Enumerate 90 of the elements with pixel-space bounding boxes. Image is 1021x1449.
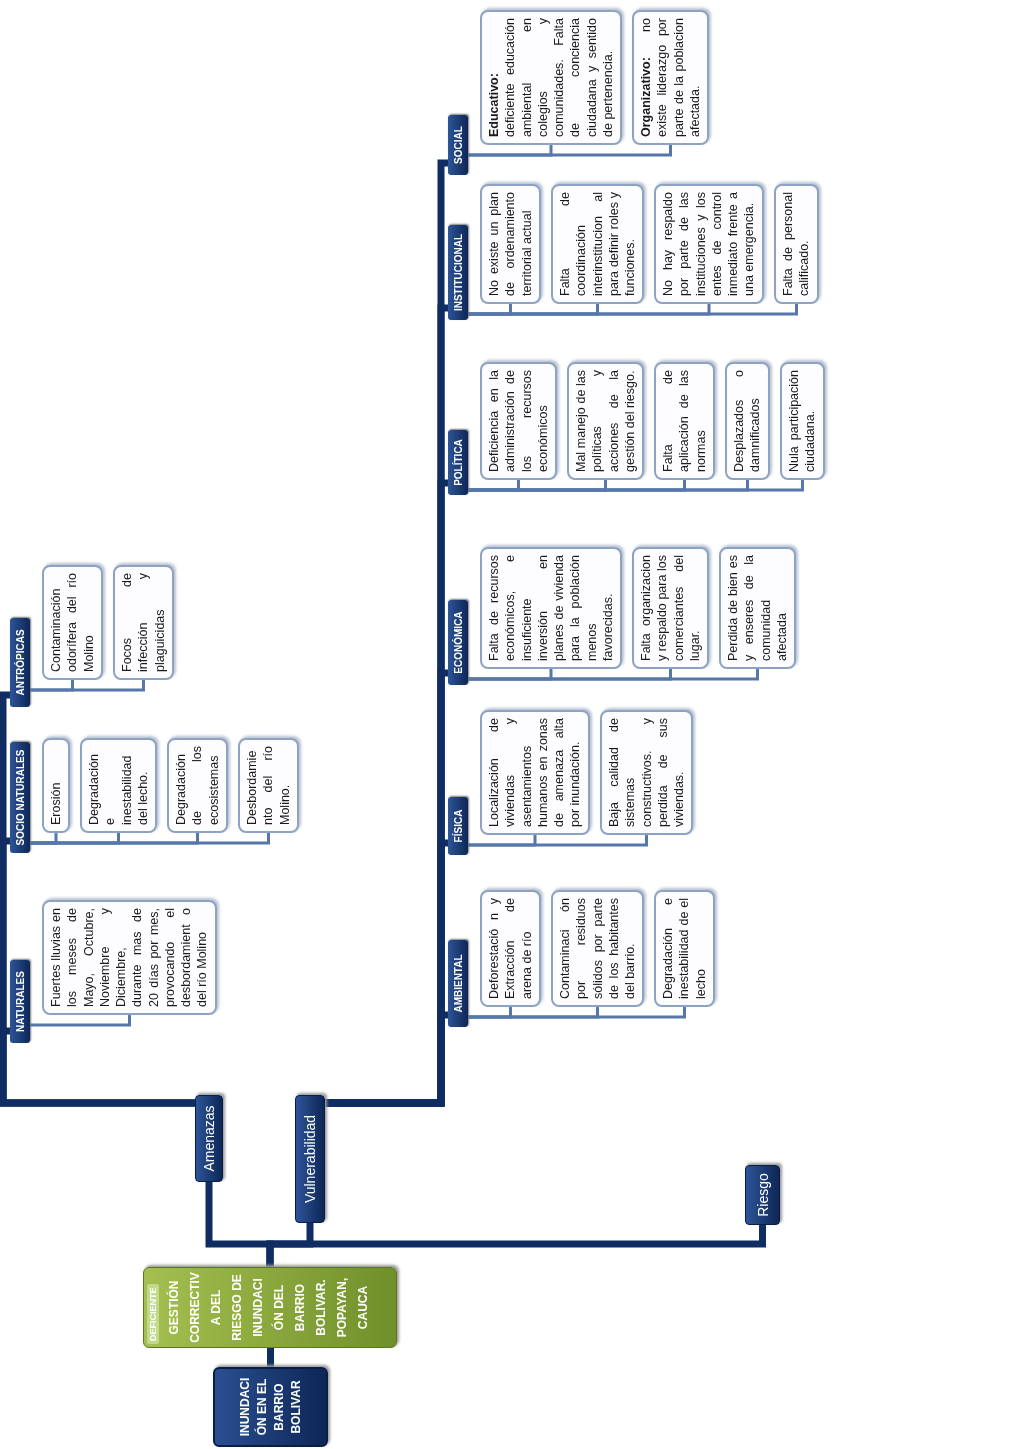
topic-text: GESTIÓN CORRECTIV A DEL RIESGO DE INUNDACI ÓN DEL BARRIO BOLIVAR. POPAYAN, CAUCA bbox=[165, 1271, 371, 1344]
note-text: Contaminaci ón por residuos sólidos por parte de los habitantes del barrio. bbox=[557, 898, 638, 999]
note-box bbox=[167, 738, 228, 833]
branch-box bbox=[295, 1095, 325, 1223]
category-box bbox=[10, 742, 30, 853]
category-box bbox=[448, 430, 468, 495]
note-text: No existe un plan de ordenamiento territorial actual bbox=[486, 192, 535, 296]
note-text: Fuertes lluvias en los meses de Mayo, Octubre, Noviembre y Diciembre, durante mas de 20 días por mes, provocando el desbordamient o del río Molino bbox=[48, 908, 211, 1007]
note-text: Desbordamie nto del río Molino. bbox=[244, 746, 293, 825]
note-box bbox=[780, 362, 825, 480]
connector-line bbox=[468, 1007, 686, 1019]
category-label: SOCIO NATURALES bbox=[14, 749, 26, 846]
category-box bbox=[448, 115, 468, 175]
connector-line bbox=[468, 669, 759, 681]
note-box bbox=[654, 184, 764, 304]
note-box bbox=[480, 362, 557, 480]
category-label: FÍSICA bbox=[452, 809, 464, 843]
note-text: Falta de personal calificado. bbox=[780, 192, 813, 296]
category-label: INSTITUCIONAL bbox=[452, 233, 464, 312]
note-box bbox=[654, 890, 715, 1007]
connector-line bbox=[468, 835, 648, 847]
note-box bbox=[480, 10, 622, 145]
note-text: Degradación e inestabilidad de el lecho bbox=[660, 898, 709, 999]
note-box bbox=[80, 738, 157, 833]
note-box bbox=[551, 890, 645, 1007]
topic-box bbox=[213, 1367, 328, 1447]
branch-box bbox=[745, 1165, 780, 1225]
connector-line bbox=[30, 833, 270, 845]
note-box bbox=[480, 547, 622, 669]
note-text: Contaminación odorífera del río Molino bbox=[48, 573, 97, 672]
category-label: POLÍTICA bbox=[452, 439, 464, 486]
note-text: Nula participación ciudadana. bbox=[786, 370, 819, 472]
note-box bbox=[632, 10, 709, 145]
category-box bbox=[448, 940, 468, 1027]
connector-line bbox=[468, 145, 672, 157]
branch-label: Riesgo bbox=[754, 1173, 771, 1217]
connector-line bbox=[0, 691, 195, 1107]
note-box bbox=[42, 738, 71, 833]
branch-label: Amenazas bbox=[201, 1105, 217, 1172]
note-box bbox=[632, 547, 709, 669]
connector-line bbox=[468, 304, 798, 316]
note-text: Falta de recursos económicos, e insuficiente inversión en planes de vivienda para la población menos favorecidas. bbox=[486, 555, 616, 661]
category-label: AMBIENTAL bbox=[452, 954, 464, 1013]
status-tag: DEFICIENTE bbox=[147, 1284, 159, 1344]
note-text: Mal manejo de las políticas y acciones de la gestión del riesgo. bbox=[573, 370, 638, 472]
note-box bbox=[600, 710, 694, 835]
note-text: Degradación e inestabilidad del lecho. bbox=[86, 753, 151, 825]
connector-line bbox=[266, 1225, 766, 1267]
branch-label: Vulnerabilidad bbox=[302, 1114, 318, 1204]
category-label: ECONÓMICA bbox=[452, 611, 464, 674]
note-box bbox=[480, 890, 541, 1007]
note-box bbox=[719, 547, 796, 669]
note-text: Falta organizacion y respaldo para los comerciantes del lugar. bbox=[638, 555, 703, 661]
category-box bbox=[448, 225, 468, 320]
note-text: Falta de aplicación de las normas bbox=[660, 370, 709, 472]
note-box bbox=[725, 362, 770, 480]
note-text: No hay respaldo por parte de las instituciones y los entes de control inmediato frente a una emergencia. bbox=[660, 192, 758, 296]
note-box bbox=[551, 184, 645, 304]
note-box bbox=[42, 565, 103, 680]
note-text: Baja calidad de sistemas constructivos. y perdida de sus viviendas. bbox=[606, 718, 687, 827]
note-text: Degradación de los ecosistemas bbox=[173, 746, 222, 825]
category-box bbox=[448, 600, 468, 685]
category-box bbox=[10, 960, 30, 1043]
note-text: Educativo: deficiente educación ambiental en colegios y comunidades. Falta de conciencia ciudadana y sentido de pertenencia. bbox=[486, 18, 616, 137]
note-box bbox=[238, 738, 299, 833]
note-text: Erosión bbox=[48, 781, 64, 825]
connector-line bbox=[30, 680, 145, 692]
note-box bbox=[774, 184, 819, 304]
note-text: Falta de coordinación interinstitucion al para definir roles y funciones. bbox=[557, 192, 638, 296]
connector-line bbox=[30, 1015, 131, 1027]
topic-text: INUNDACI ÓN EN EL BARRIO BOLIVAR bbox=[236, 1376, 304, 1439]
note-text: Localización de viviendas y asentamientos humanos en zonas de amenaza alta por inundación. bbox=[486, 718, 584, 827]
branch-box bbox=[195, 1095, 223, 1182]
note-box bbox=[42, 900, 217, 1015]
category-label: SOCIAL bbox=[452, 126, 464, 164]
note-box bbox=[480, 710, 590, 835]
category-label: NATURALES bbox=[14, 971, 26, 1032]
category-box bbox=[448, 797, 468, 855]
category-box bbox=[10, 618, 30, 707]
note-box bbox=[654, 362, 715, 480]
note-text: Deficiencia en la administración de los recursos económicos bbox=[486, 370, 551, 472]
connector-line bbox=[267, 1348, 274, 1367]
category-label: ANTRÓPICAS bbox=[14, 629, 26, 696]
central-topic-box bbox=[143, 1267, 397, 1348]
note-box bbox=[480, 184, 541, 304]
note-box bbox=[113, 565, 174, 680]
connector-line bbox=[468, 480, 804, 492]
note-text: Focos de infección y plaguicidas bbox=[119, 573, 168, 672]
note-text: Deforestació n y Extracción de arena de río bbox=[486, 898, 535, 999]
note-box bbox=[567, 362, 644, 480]
